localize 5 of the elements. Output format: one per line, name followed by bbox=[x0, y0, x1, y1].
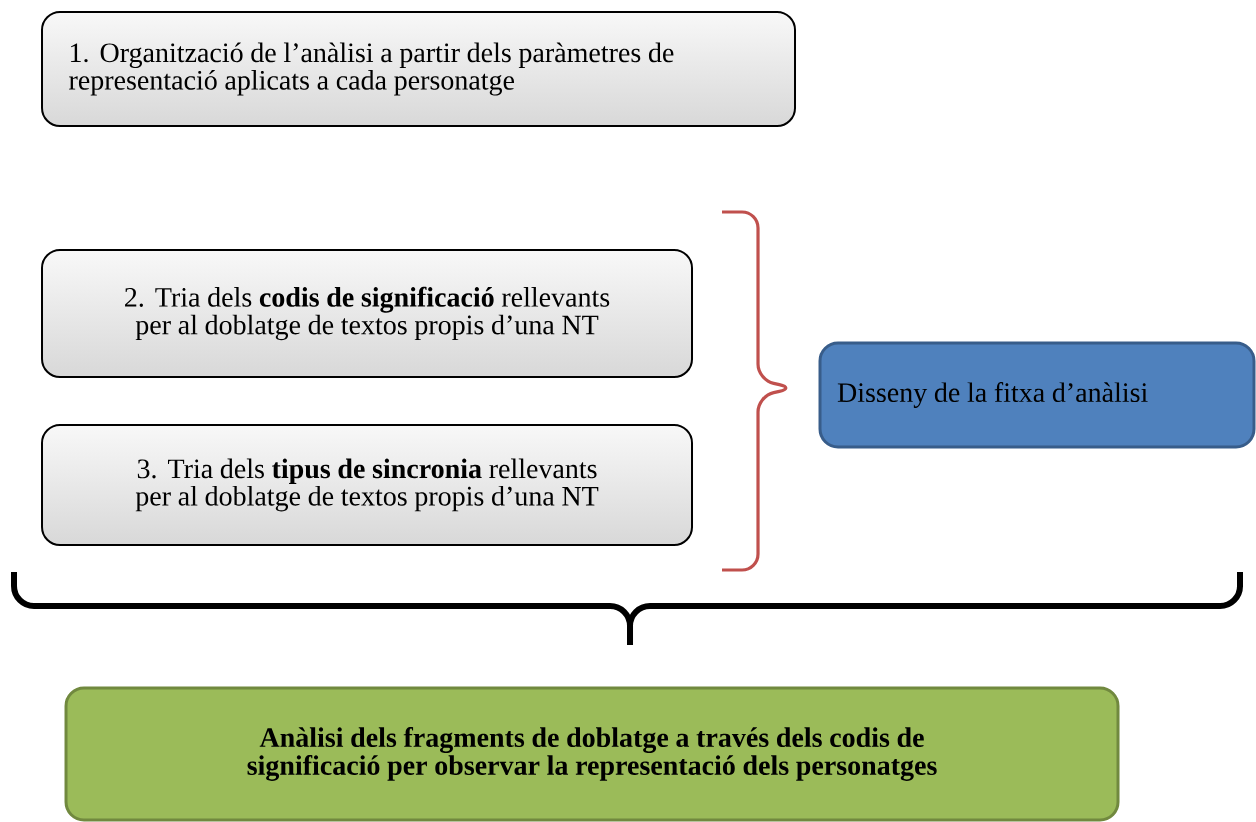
analysis-box: Anàlisi dels fragments de doblatge a través dels codis de significació per observar la representació dels personatges bbox=[64, 686, 1120, 822]
process-box: 2. Tria dels codis de significació rellevants per al doblatge de textos propis d’una NT bbox=[41, 249, 693, 378]
result-box: Disseny de la fitxa d’anàlisi bbox=[818, 341, 1256, 449]
process-box: 3. Tria dels tipus de sincronia rellevants per al doblatge de textos propis d’una NT bbox=[41, 424, 693, 546]
process-box: 1. Organització de l’anàlisi a partir dels paràmetres de representació aplicats a cada personatge bbox=[41, 11, 796, 127]
